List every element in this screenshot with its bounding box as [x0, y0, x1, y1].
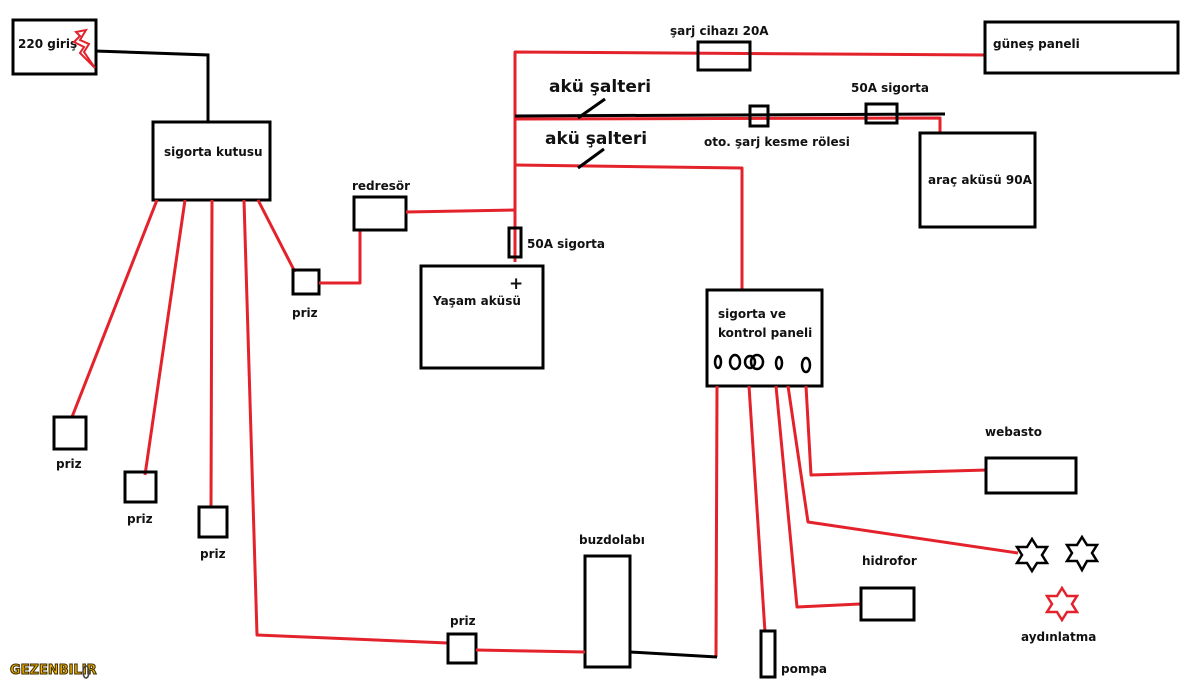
- battery-switch-2-icon: [577, 147, 605, 170]
- relay-label: oto. şarj kesme rölesi: [704, 135, 850, 149]
- control-panel-box: [705, 288, 824, 388]
- wire-fridge: [714, 385, 719, 658]
- light-star-icon: [1014, 536, 1050, 574]
- battery-switch-1-label: akü şalteri: [549, 77, 651, 97]
- outlet-5: [446, 632, 478, 665]
- webasto-label: webasto: [985, 425, 1042, 439]
- fuse-50a-top-label: 50A sigorta: [851, 81, 929, 95]
- battery-switch-1-icon: [577, 97, 606, 120]
- fridge-label: buzdolabı: [579, 533, 645, 547]
- rectifier-box: [352, 195, 408, 232]
- rectifier-label: redresör: [352, 179, 410, 193]
- outlet-3-label: priz: [200, 547, 226, 561]
- charger-label: şarj cihazı 20A: [670, 24, 769, 38]
- vehicle-battery-label: araç aküsü 90A: [928, 173, 1033, 187]
- outlet-2: [123, 470, 158, 504]
- lightning-icon: [72, 28, 96, 69]
- wire-hydrophore: [774, 385, 861, 609]
- control-panel-label-2: kontrol paneli: [718, 326, 812, 340]
- wire-control-panel: [514, 163, 744, 290]
- lighting-label: aydınlatma: [1021, 630, 1096, 644]
- hydrophore-box: [859, 586, 916, 622]
- battery-switch-2-label: akü şalteri: [545, 129, 647, 149]
- light-star-red-icon: [1044, 585, 1080, 623]
- wire-pump: [747, 385, 767, 633]
- wire-outlet-4: [256, 199, 297, 273]
- outlet-5-label: priz: [450, 614, 476, 628]
- wire-vehicle-battery: [514, 116, 942, 133]
- light-star-icon: [1064, 534, 1100, 573]
- solar-panel-label: güneş paneli: [993, 37, 1080, 51]
- mains-input-box: [11, 18, 98, 76]
- panel-switches-icon: [713, 353, 812, 374]
- outlet-2-label: priz: [127, 512, 153, 526]
- wire-outlet-fridge: [475, 648, 586, 654]
- control-panel-label-1: sigorta ve: [718, 307, 786, 321]
- outlet-4: [291, 268, 321, 296]
- outlet-3: [197, 505, 229, 539]
- footprint-icon: [82, 665, 90, 679]
- wire-outlet-1: [70, 199, 159, 418]
- ac-wire-input: [94, 49, 210, 122]
- fuse-50a-house-label: 50A sigorta: [527, 237, 605, 251]
- webasto-box: [984, 456, 1078, 495]
- vehicle-battery-box: [918, 131, 1037, 229]
- wire-outlet-rectifier: [319, 230, 362, 285]
- wire-outlet-3: [209, 199, 214, 509]
- wire-fridge-ground: [629, 650, 718, 659]
- wire-lighting: [786, 385, 1019, 555]
- pump-label: pompa: [781, 662, 827, 676]
- wire-outlet-2: [143, 199, 187, 476]
- pump-box: [759, 629, 777, 679]
- fuse-box-label: sigorta kutusu: [164, 145, 263, 159]
- outlet-1-label: priz: [56, 457, 82, 471]
- charger-box: [696, 40, 752, 72]
- wire-webasto: [804, 385, 988, 477]
- outlet-1: [52, 415, 88, 451]
- house-battery-box: [419, 264, 545, 370]
- relay-box: [748, 104, 770, 128]
- fuse-50a-house-box: [507, 226, 523, 259]
- watermark-logo: GEZENBILIR: [10, 663, 97, 678]
- house-battery-label: Yaşam aküsü: [432, 294, 521, 308]
- solar-panel-box: [983, 20, 1180, 75]
- hydrophore-label: hidrofor: [862, 554, 917, 568]
- plus-terminal: +: [509, 274, 523, 294]
- fuse-box: [151, 120, 272, 202]
- mains-input-label: 220 giriş: [18, 37, 77, 51]
- outlet-4-label: priz: [292, 306, 318, 320]
- wire-rectifier-bus: [405, 208, 516, 214]
- wire-vehicle-negative: [514, 112, 946, 118]
- wire-main-bus: [513, 50, 986, 262]
- fridge-box: [583, 554, 632, 669]
- wire-outlet-5: [242, 199, 449, 645]
- fuse-50a-top-box: [864, 102, 899, 125]
